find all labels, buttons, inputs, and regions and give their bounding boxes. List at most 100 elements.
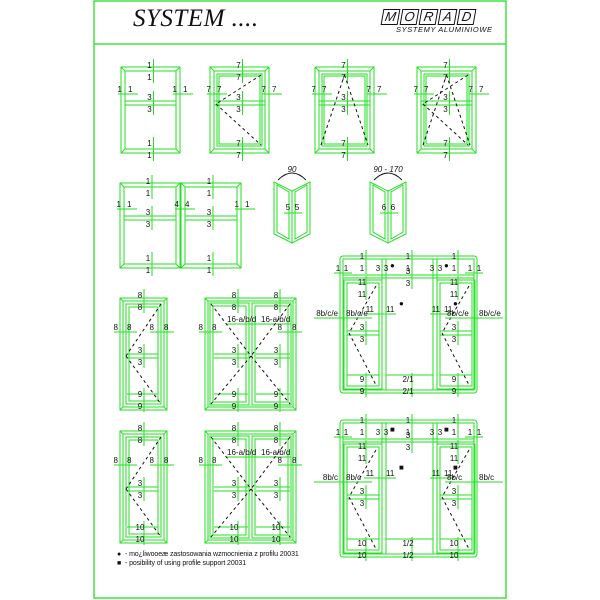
profile-label: 10	[358, 551, 367, 560]
profile-label: 3	[236, 105, 241, 114]
profile-label: 1	[207, 177, 212, 186]
profile-label: 7	[377, 85, 382, 94]
profile-label: 1	[360, 428, 365, 437]
profile-label: 1	[477, 264, 482, 273]
profile-label: 1	[336, 264, 341, 273]
profile-label: 8	[212, 323, 217, 332]
profile-label: 1	[147, 61, 152, 70]
profile-label: 1	[406, 416, 411, 425]
profile-label: 7	[469, 85, 474, 94]
profile-label: 1	[173, 85, 178, 94]
profile-label: 7	[236, 151, 241, 160]
profile-label: 1	[183, 85, 188, 94]
profile-label: 8	[199, 323, 204, 332]
profile-label: 8b/c	[447, 473, 462, 482]
profile-label: 11	[432, 305, 441, 314]
profile-label: 3	[207, 220, 212, 229]
profile-label: 10	[450, 551, 459, 560]
profile-label: 4	[175, 200, 180, 209]
profile-label: 11	[444, 469, 453, 478]
profile-label: 11	[366, 469, 375, 478]
page-title: SYSTEM ....	[133, 5, 259, 32]
profile-label: 3	[146, 208, 151, 217]
reinforcement-marker-icon: ■	[399, 463, 404, 472]
profile-label: 1	[146, 266, 151, 275]
profile-label: 3	[360, 323, 365, 332]
profile-label: 3	[232, 479, 237, 488]
angle-label: 90 - 170	[373, 165, 403, 174]
profile-label: 8	[274, 303, 279, 312]
profile-label: 6	[382, 203, 387, 212]
reinforcement-marker-icon: ■	[444, 425, 449, 434]
profile-label: 1	[207, 254, 212, 263]
profile-label: 6	[391, 203, 396, 212]
profile-label: 8	[164, 323, 169, 332]
profile-label: 3	[452, 335, 457, 344]
profile-label: 3	[443, 105, 448, 114]
profile-label: 1	[117, 200, 122, 209]
profile-label: 9	[274, 390, 279, 399]
profile-label: 1	[406, 264, 411, 273]
profile-label: 5	[295, 203, 300, 212]
profile-label: 8b/c	[323, 473, 338, 482]
profile-label: 2/1	[402, 387, 414, 396]
reinforcement-marker-icon: ■	[390, 425, 395, 434]
profile-label: 7	[207, 85, 212, 94]
reinforcement-marker-icon: ●	[399, 299, 404, 308]
profile-label: 8	[164, 456, 169, 465]
logo-letter: A	[437, 9, 458, 25]
profile-label: 8	[232, 303, 237, 312]
profile-label: 3	[406, 279, 411, 288]
profile-label: 3	[232, 358, 237, 367]
profile-label: 11	[386, 469, 395, 478]
profile-label: 1/2	[402, 551, 414, 560]
profile-label: 3	[452, 499, 457, 508]
profile-label: 9	[452, 387, 457, 396]
profile-label: 1	[207, 266, 212, 275]
profile-label: 8	[232, 436, 237, 445]
profile-label: 8	[127, 323, 132, 332]
profile-label: 3	[384, 428, 389, 437]
profile-label: 3	[138, 491, 143, 500]
profile-label: 8	[278, 456, 283, 465]
profile-label: 1	[147, 151, 152, 160]
profile-label: 3	[360, 499, 365, 508]
profile-label: 8	[232, 291, 237, 300]
profile-label: 7	[236, 139, 241, 148]
profile-label: 7	[272, 85, 277, 94]
profile-label: 3	[438, 428, 443, 437]
profile-label: 11	[358, 442, 367, 451]
profile-label: 3	[360, 335, 365, 344]
profile-label: 11	[386, 305, 395, 314]
profile-label: 10	[136, 523, 145, 532]
profile-label: 10	[272, 535, 281, 544]
profile-label: 1	[235, 200, 240, 209]
profile-label: 9	[232, 390, 237, 399]
profile-label: 3	[452, 323, 457, 332]
angle-label: 90	[288, 165, 297, 174]
profile-label: 1	[147, 139, 152, 148]
profile-label: 11	[366, 305, 375, 314]
profile-label: 1	[452, 428, 457, 437]
profile-label: 10	[230, 523, 239, 532]
profile-label: 3	[147, 105, 152, 114]
profile-label: 1	[468, 264, 473, 273]
profile-label: 9	[138, 390, 143, 399]
profile-label: 9	[138, 402, 143, 411]
profile-label: 1	[245, 200, 250, 209]
profile-label: 1	[207, 189, 212, 198]
logo-letter: M	[380, 9, 401, 25]
reinforcement-marker-icon: ●	[453, 299, 458, 308]
profile-label: 1	[406, 428, 411, 437]
profile-label: 7	[341, 139, 346, 148]
profile-label: 10	[450, 539, 459, 548]
